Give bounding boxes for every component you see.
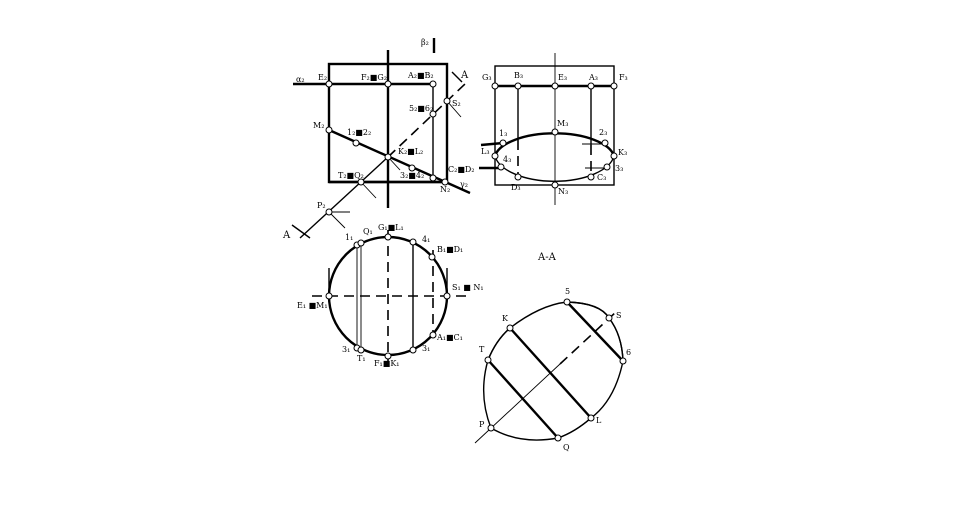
label-c3: C₃ <box>597 173 606 182</box>
label-s: S <box>616 311 621 320</box>
label-5: 5 <box>565 287 570 296</box>
label-2-3: 2₃ <box>599 128 607 137</box>
label-1-2: 1₂■2₂ <box>347 128 371 137</box>
cut-edge <box>566 301 624 362</box>
tick <box>480 141 504 147</box>
top-view: 1₁ Q₁ G₁■L₁ 4₁ B₁■D₁ E₁ ■M₁ S₁ ■ N₁ A₁■C… <box>297 223 484 368</box>
front-view: α₂ β₂ γ₂ A A E₂ F₂■G₂ A₂■B₂ S₂ 5₂■6₂ M₂ … <box>282 38 475 241</box>
label-m2: M₂ <box>313 121 324 130</box>
side-view: G₃ B₃ E₃ A₃ F₃ M₃ 1₃ 2₃ L₃ K₃ 4₃ 3₃ D₃ C… <box>479 53 628 205</box>
label-k2l2: K₂■L₂ <box>398 147 423 156</box>
label-n3: N₃ <box>558 187 568 196</box>
label-g3: G₃ <box>482 73 492 82</box>
section-a-a: A-A 5 S 6 K T P Q L <box>474 252 631 452</box>
label-l: L <box>596 416 602 425</box>
gamma-line <box>328 128 471 195</box>
label-k3: K₃ <box>618 148 627 157</box>
label-5-6: 5₂■6₂ <box>409 104 433 113</box>
front-points <box>325 80 451 216</box>
label-l3: L₃ <box>481 147 490 156</box>
cutting-plane-hidden <box>387 83 466 158</box>
label-q1: Q₁ <box>363 227 373 236</box>
label-n2: N₂ <box>440 185 450 194</box>
side-points <box>491 82 618 189</box>
label-f2g2: F₂■G₂ <box>361 73 387 82</box>
label-e1m1: E₁ ■M₁ <box>297 301 328 310</box>
label-q: Q <box>563 443 570 452</box>
label-m3: M₃ <box>557 119 568 128</box>
label-alpha: α₂ <box>296 75 305 84</box>
label-a3: A₃ <box>588 73 598 82</box>
label-p: P <box>479 420 485 429</box>
label-3-3: 3₃ <box>615 164 623 173</box>
label-a1c1: A₁■C₁ <box>436 333 463 342</box>
label-section-a-top: A <box>460 70 469 81</box>
label-3-1-right: 3₁ <box>422 344 430 353</box>
label-section-a-bottom: A <box>282 230 291 241</box>
section-axis <box>474 363 561 444</box>
label-t1: T₁ <box>357 354 366 363</box>
label-s2: S₂ <box>452 99 461 108</box>
section-curve-top <box>493 132 616 157</box>
label-gamma: γ₂ <box>460 180 468 189</box>
section-points <box>484 298 627 442</box>
label-1-3: 1₃ <box>499 129 507 138</box>
label-3-4: 3₂■4₂ <box>400 171 424 180</box>
label-1-1: 1₁ <box>345 233 353 242</box>
label-d3: D₃ <box>511 183 521 192</box>
label-f3: F₃ <box>619 73 628 82</box>
label-f1k1: F₁■K₁ <box>374 359 400 368</box>
top-points <box>325 233 451 360</box>
cutting-plane-line <box>299 156 389 239</box>
arrow-a-top <box>451 71 463 83</box>
label-a2b2: A₂■B₂ <box>407 71 434 80</box>
label-k: K <box>502 314 509 323</box>
label-b1d1: B₁■D₁ <box>437 245 463 254</box>
label-e2: E₂ <box>318 73 327 82</box>
label-s1n1: S₁ ■ N₁ <box>452 283 484 292</box>
arrow-a-bottom <box>291 224 311 239</box>
label-3-1-left: 3₁ <box>342 345 350 354</box>
label-p2: P₂ <box>317 201 326 210</box>
label-g1l1: G₁■L₁ <box>378 223 404 232</box>
label-t2q2: T₂■Q₂ <box>338 171 364 180</box>
tick <box>360 181 377 199</box>
label-t: T <box>479 345 485 354</box>
label-4-1: 4₁ <box>422 235 430 244</box>
label-beta: β₂ <box>421 38 429 47</box>
label-6: 6 <box>626 348 631 357</box>
section-title: A-A <box>537 252 557 263</box>
label-b3: B₃ <box>514 71 523 80</box>
tick <box>446 100 462 118</box>
tick <box>328 211 346 229</box>
label-e3: E₃ <box>558 73 567 82</box>
label-c2d2: C₂■D₂ <box>448 165 475 174</box>
label-4-3: 4₃ <box>503 155 511 164</box>
